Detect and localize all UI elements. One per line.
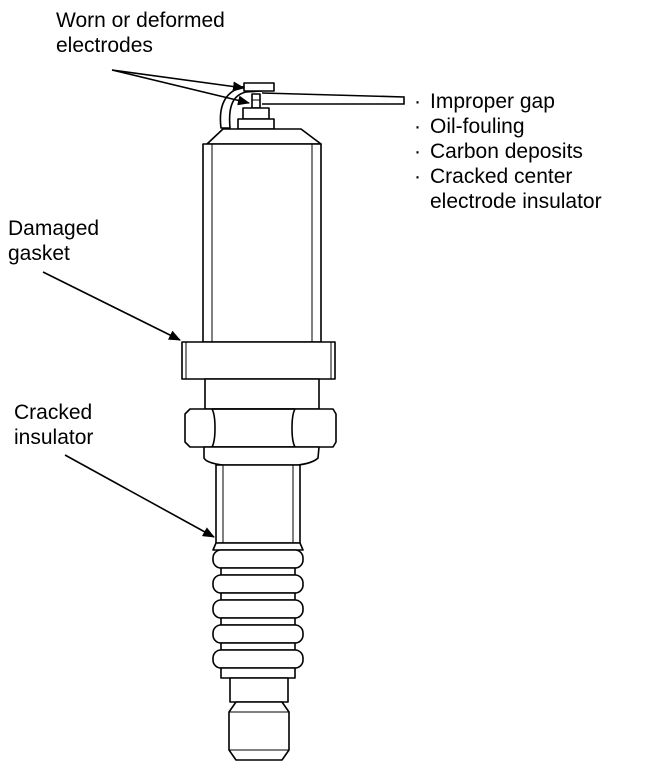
shell-top <box>206 128 322 145</box>
cause-item: · Improper gap <box>414 89 602 114</box>
label-line: insulator <box>14 426 94 449</box>
label-line: Worn or deformed <box>56 9 225 32</box>
leader-lines <box>42 69 405 538</box>
cause-item: · Cracked center <box>414 164 602 189</box>
cause-item: · Oil-fouling <box>414 114 602 139</box>
upper-shell <box>202 143 322 343</box>
label-line: gasket <box>8 242 70 265</box>
spark-plug <box>181 82 337 761</box>
arrow-insulator <box>64 454 215 538</box>
arrow-electrodes-center <box>111 69 250 106</box>
arrow-electrodes-ground <box>111 69 245 92</box>
label-damaged-gasket: Damaged gasket <box>8 216 99 266</box>
cause-text: Improper gap <box>430 90 555 113</box>
shell-neck <box>204 378 320 410</box>
cause-text: Oil-fouling <box>430 115 525 138</box>
terminal <box>228 677 290 761</box>
arrow-gasket <box>42 271 181 341</box>
bullet: · <box>414 140 421 163</box>
cause-item: · Carbon deposits <box>414 139 602 164</box>
cause-text: Carbon deposits <box>430 140 583 163</box>
label-worn-electrodes: Worn or deformed electrodes <box>56 8 225 58</box>
lower-neck <box>203 446 320 466</box>
label-line: Cracked <box>14 401 93 424</box>
label-line: Damaged <box>8 217 100 240</box>
gap-bracket-line <box>261 92 405 105</box>
center-electrode <box>237 93 275 130</box>
insulator <box>212 464 304 551</box>
label-cracked-insulator: Cracked insulator <box>14 400 93 450</box>
bullet: · <box>414 165 421 188</box>
label-line: electrodes <box>56 34 153 57</box>
bullet: · <box>414 115 421 138</box>
bullet: · <box>414 90 421 113</box>
insulator-ribs <box>212 549 304 679</box>
gap-causes-list: · Improper gap · Oil-fouling · Carbon depos… <box>414 89 602 214</box>
hex-nut <box>184 408 337 448</box>
gasket <box>181 341 336 380</box>
cause-text-continued: electrode insulator <box>430 190 602 213</box>
cause-text: Cracked center <box>430 165 573 188</box>
